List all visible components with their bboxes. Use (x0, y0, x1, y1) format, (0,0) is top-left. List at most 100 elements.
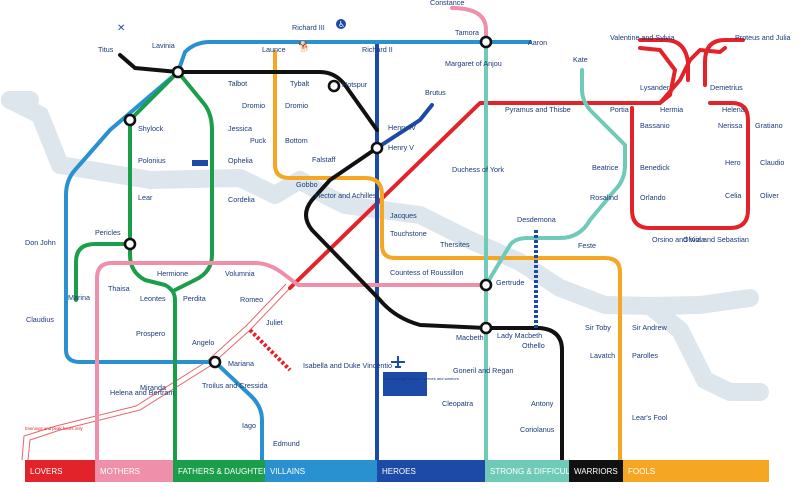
interchange-angelo-mariana[interactable] (208, 355, 222, 369)
station-label[interactable]: Lear's Fool (632, 413, 668, 422)
interchange-gertrude[interactable] (479, 278, 493, 292)
station-label[interactable]: Thersites (440, 240, 470, 249)
station-label[interactable]: Benedick (640, 163, 670, 172)
station-label[interactable]: Iago (242, 421, 256, 430)
interchange-hotspur[interactable] (327, 79, 341, 93)
station-label[interactable]: Beatrice (592, 163, 618, 172)
station-label[interactable]: Gertrude (496, 278, 524, 287)
station-label[interactable]: Marina (68, 293, 90, 302)
station-label[interactable]: Hector and Achilles (315, 191, 377, 200)
station-label[interactable]: Kate (573, 55, 588, 64)
interchange-henry-v[interactable] (370, 141, 384, 155)
station-label[interactable]: Leontes (140, 294, 166, 303)
station-label[interactable]: Richard III (292, 23, 325, 32)
station-label[interactable]: Nerissa (718, 121, 742, 130)
station-label[interactable]: Lear (138, 193, 153, 202)
station-label[interactable]: Claudius (26, 315, 54, 324)
station-label[interactable]: Miranda (140, 383, 166, 392)
station-label[interactable]: Touchstone (390, 229, 427, 238)
station-label[interactable]: Launce (262, 45, 286, 54)
interchange-lady-macbeth[interactable] (479, 321, 493, 335)
station-label[interactable]: Orlando (640, 193, 666, 202)
station-label[interactable]: Gobbo (296, 180, 318, 189)
station-label[interactable]: Lavatch (590, 351, 615, 360)
station-label[interactable]: Dromio (285, 101, 308, 110)
station-label[interactable]: Edmund (273, 439, 300, 448)
station-label[interactable]: Lavinia (152, 41, 175, 50)
station-label[interactable]: Dromio (242, 101, 265, 110)
station-label[interactable]: Pyramus and Thisbe (505, 105, 571, 114)
station-label[interactable]: Claudio (760, 158, 784, 167)
station-label[interactable]: Henry IV (388, 123, 416, 132)
station-label[interactable]: Parolles (632, 351, 658, 360)
station-label[interactable]: Desdemona (517, 215, 556, 224)
interchange-lavinia[interactable] (171, 65, 185, 79)
interchange-shylock[interactable] (123, 113, 137, 127)
station-label[interactable]: Coriolanus (520, 425, 555, 434)
station-label[interactable]: Celia (725, 191, 741, 200)
station-label[interactable]: Lysander (640, 83, 670, 92)
station-label[interactable]: Olivia and Sebastian (683, 235, 749, 244)
station-label[interactable]: Lady Macbeth (497, 331, 542, 340)
station-label[interactable]: Polonius (138, 156, 166, 165)
station-label[interactable]: Don John (25, 238, 56, 247)
station-label[interactable]: Ophelia (228, 156, 253, 165)
station-label[interactable]: Antony (531, 399, 554, 408)
station-label[interactable]: Jacques (390, 211, 417, 220)
station-label[interactable]: Demetrius (710, 83, 743, 92)
station-label[interactable]: Romeo (240, 295, 263, 304)
station-label[interactable]: Gratiano (755, 121, 783, 130)
station-label[interactable]: Macbeth (456, 333, 484, 342)
station-label[interactable]: Bottom (285, 136, 308, 145)
station-label[interactable]: Helena and Bertram (110, 388, 174, 397)
station-label[interactable]: Cleopatra (442, 399, 473, 408)
interchange-tamora[interactable] (479, 35, 493, 49)
station-label[interactable]: Shylock (138, 124, 164, 133)
station-label[interactable]: Constance (430, 0, 464, 7)
station-label[interactable]: Proteus and Julia (735, 33, 791, 42)
station-label[interactable]: Rosalind (590, 193, 618, 202)
station-label[interactable]: Prospero (136, 329, 165, 338)
station-label[interactable]: Cordelia (228, 195, 255, 204)
station-label[interactable]: Isabella and Duke Vincentio (303, 361, 392, 370)
station-label[interactable]: Feste (578, 241, 596, 250)
station-label[interactable]: Titus (98, 45, 114, 54)
station-label[interactable]: Pericles (95, 228, 121, 237)
station-label[interactable]: Falstaff (312, 155, 335, 164)
station-label[interactable]: Talbot (228, 79, 247, 88)
station-label[interactable]: Margaret of Anjou (445, 59, 502, 68)
station-label[interactable]: Thaisa (108, 284, 130, 293)
station-label[interactable]: Volumnia (225, 269, 255, 278)
lovers-tiny-note: Evenings and peak hours only (25, 426, 83, 431)
station-label[interactable]: Hermia (660, 105, 683, 114)
station-label[interactable]: Juliet (266, 318, 283, 327)
station-label[interactable]: Portia (610, 105, 629, 114)
station-label[interactable]: Puck (250, 136, 266, 145)
station-label[interactable]: Bassanio (640, 121, 670, 130)
station-label[interactable]: Angelo (192, 338, 214, 347)
station-label[interactable]: Perdita (183, 294, 206, 303)
station-label[interactable]: Hero (725, 158, 741, 167)
interchange-pericles[interactable] (123, 237, 137, 251)
station-label[interactable]: Hermione (157, 269, 188, 278)
station-label[interactable]: Troilus and Cressida (202, 381, 268, 390)
station-label[interactable]: Sir Andrew (632, 323, 668, 332)
station-label[interactable]: Tybalt (290, 79, 309, 88)
station-label[interactable]: Tamora (455, 28, 479, 37)
station-label[interactable]: Mariana (228, 359, 254, 368)
station-label[interactable]: Duchess of York (452, 165, 504, 174)
station-label[interactable]: Oliver (760, 191, 779, 200)
station-label[interactable]: Goneril and Regan (453, 366, 513, 375)
station-label[interactable]: Orsino and Viola (652, 235, 705, 244)
station-label[interactable]: Sir Toby (585, 323, 611, 332)
station-label[interactable]: Jessica (228, 124, 252, 133)
station-label[interactable]: Helena (722, 105, 745, 114)
station-label[interactable]: Valentine and Sylvia (610, 33, 675, 42)
station-label[interactable]: Henry V (388, 143, 414, 152)
station-label[interactable]: Brutus (425, 88, 446, 97)
station-label[interactable]: Richard II (362, 45, 393, 54)
station-label[interactable]: Aaron (528, 38, 547, 47)
station-label[interactable]: Countess of Roussillon (390, 268, 464, 277)
station-label[interactable]: Othello (522, 341, 545, 350)
station-label[interactable]: Hotspur (342, 80, 368, 89)
